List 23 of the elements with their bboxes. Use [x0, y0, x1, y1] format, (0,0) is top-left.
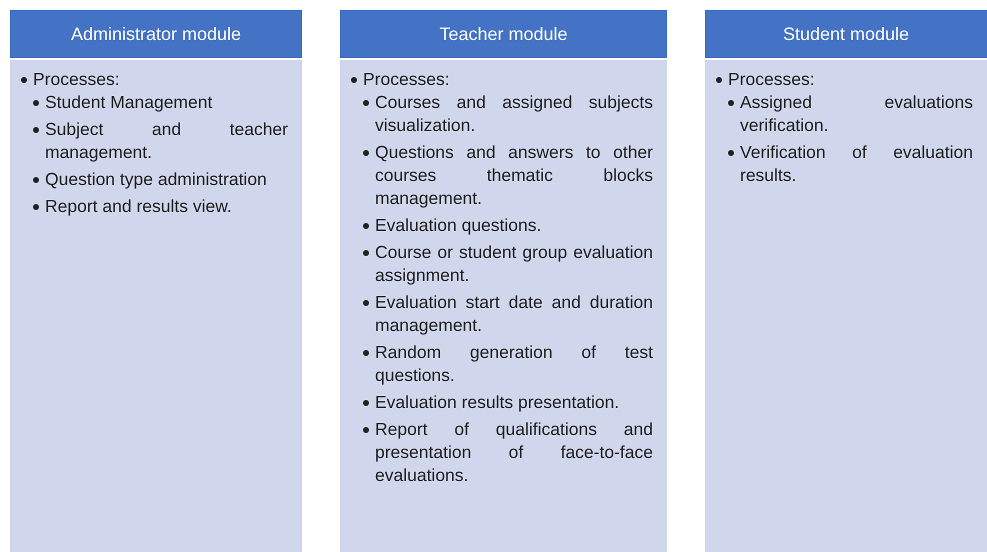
list-item: Question type administration — [45, 169, 267, 189]
list-heading: Processes: — [363, 69, 450, 89]
list-item: Assigned evaluations verification. — [740, 92, 973, 135]
module-panel — [705, 10, 987, 552]
list-item: Student Management — [45, 92, 212, 112]
list-item: Verification of evaluation results. — [740, 142, 973, 185]
list-item: Report and results view. — [45, 196, 232, 216]
module-panel — [10, 10, 302, 552]
list-heading: Processes: — [33, 69, 120, 89]
list-item: Random generation of test questions. — [375, 342, 653, 385]
list-item: Evaluation questions. — [375, 215, 542, 235]
list-item: Questions and answers to other courses thematic blocks management. — [375, 142, 653, 208]
list-item: Evaluation start date and duration management. — [375, 292, 653, 335]
list-heading: Processes: — [728, 69, 815, 89]
module-panel — [340, 10, 667, 552]
list-item: Evaluation results presentation. — [375, 392, 620, 412]
list-item: Subject and teacher management. — [45, 119, 288, 162]
module-header: Teacher module — [340, 10, 667, 60]
module-header: Student module — [705, 10, 987, 60]
list-item: Courses and assigned subjects visualization. — [375, 92, 653, 135]
module-header: Administrator module — [10, 10, 302, 60]
list-item: Course or student group evaluation assignment. — [375, 242, 653, 285]
list-item: Report of qualifications and presentation of face-to-face evaluations. — [375, 419, 653, 485]
